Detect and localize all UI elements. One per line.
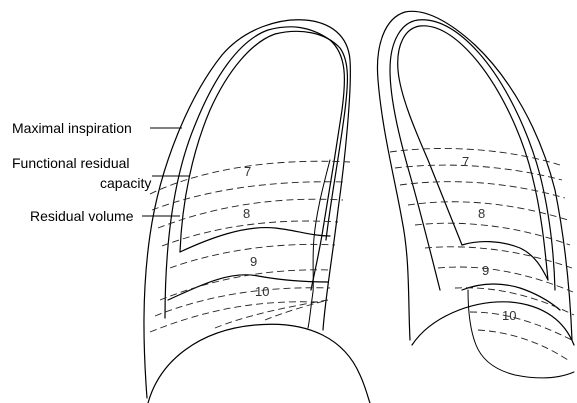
left-rib-line: [158, 199, 343, 228]
right-rib-number-9: 9: [482, 263, 489, 278]
label-functional-residual-capacity-line1: Functional residual: [12, 155, 130, 171]
label-residual-volume: Residual volume: [30, 208, 134, 224]
right-rib-number-8: 8: [478, 206, 485, 221]
right-lung-outline-residual-volume: [398, 26, 548, 280]
left-rib-line: [162, 221, 338, 246]
right-rib-line: [400, 182, 565, 198]
label-functional-residual-capacity-line2: capacity: [100, 175, 151, 191]
right-rib-line: [478, 330, 568, 360]
right-lung-outline-functional-residual-capacity: [390, 20, 555, 290]
right-rib-line: [470, 312, 572, 340]
left-rib-number-9: 9: [250, 254, 257, 269]
right-rib-line: [408, 202, 568, 220]
right-heart-dome: [412, 302, 574, 345]
left-diaphragm-residual: [180, 228, 330, 252]
right-lung: 7 8 9 10: [377, 11, 574, 360]
left-rib-line: [265, 300, 328, 320]
left-lung-outline-residual-volume: [180, 31, 347, 252]
left-lung: 7 8 9 10: [144, 20, 350, 398]
right-rib-number-10: 10: [502, 308, 516, 323]
right-diaphragm-frc: [462, 284, 560, 310]
left-diaphragm-frc: [168, 275, 328, 300]
left-heart-dome: [148, 324, 370, 403]
right-rib-number-7: 7: [462, 154, 469, 169]
left-rib-number-7: 7: [244, 164, 251, 179]
left-lung-outline-functional-residual-capacity: [165, 27, 344, 318]
left-rib-number-10: 10: [255, 284, 269, 299]
labels: Maximal inspiration Functional residual …: [12, 120, 190, 224]
label-maximal-inspiration: Maximal inspiration: [12, 120, 132, 136]
right-rib-line: [395, 165, 562, 180]
right-rib-line: [425, 247, 572, 268]
left-rib-number-8: 8: [243, 206, 250, 221]
